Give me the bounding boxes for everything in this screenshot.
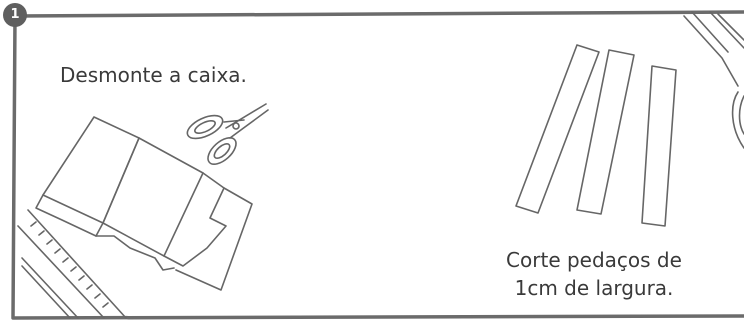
instruction-cut-strips-line2: 1cm de largura. (474, 274, 714, 302)
paper-strip (577, 50, 634, 214)
paper-strip (642, 66, 676, 226)
paper-strips-drawing (516, 45, 676, 226)
unfolded-box-drawing (36, 117, 252, 290)
step-number-badge: 1 (3, 3, 27, 27)
instruction-cut-strips: Corte pedaços de 1cm de largura. (474, 246, 714, 302)
paper-strip (516, 45, 599, 213)
instruction-cut-strips-line1: Corte pedaços de (474, 246, 714, 274)
scissors-icon (184, 104, 268, 169)
scissors-icon (684, 12, 744, 148)
instruction-disassemble-box: Desmonte a caixa. (60, 61, 247, 89)
